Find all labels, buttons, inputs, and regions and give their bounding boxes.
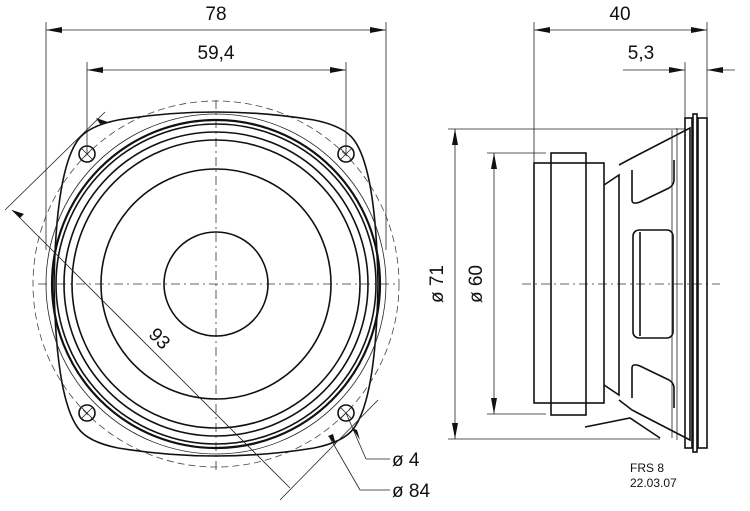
front-view: 78 59,4 93 ø 4: [4, 4, 430, 502]
dimension-93-label: 93: [144, 324, 174, 354]
dimension-93: [4, 111, 379, 501]
dimension-5-3-label: 5,3: [628, 43, 654, 64]
magnet-ring: [550, 152, 587, 416]
dimension-71: [448, 128, 685, 440]
dimension-71-label: ø 71: [427, 265, 448, 303]
mounting-hole-bl: [78, 404, 96, 422]
dimension-5-3: [623, 62, 735, 118]
date-label: 22.03.07: [630, 476, 677, 490]
side-view: 40 5,3 ø 71 ø 60: [427, 4, 735, 453]
dimension-59-4: [86, 62, 347, 154]
terminal-tab: [584, 417, 661, 439]
dimension-60-label: ø 60: [466, 265, 487, 303]
basket-window-top: [631, 160, 675, 204]
model-label: FRS 8: [630, 461, 664, 475]
flange-gasket: [692, 113, 698, 453]
leader-bolt-circle: [328, 434, 390, 491]
dimension-59-4-label: 59,4: [198, 43, 235, 64]
bolt-circle: [32, 100, 400, 468]
basket-frame: [618, 126, 691, 442]
bolt-circle-label: ø 84: [392, 481, 430, 502]
dimension-40-label: 40: [609, 4, 630, 25]
dust-cap: [163, 231, 269, 337]
flange-front: [684, 117, 693, 449]
dimension-40: [533, 22, 708, 163]
hole-diameter-label: ø 4: [392, 450, 420, 471]
cone-edge: [71, 139, 361, 429]
dimension-60: [487, 152, 546, 415]
dimension-78: [45, 22, 387, 250]
dimension-78-label: 78: [205, 4, 226, 25]
cone-mid-ring: [100, 168, 332, 400]
surround-outer: [50, 118, 382, 450]
basket-window-bottom: [631, 364, 675, 408]
basket-window-mid: [632, 229, 674, 339]
surround-inner: [63, 131, 369, 437]
flange-ring: [697, 117, 708, 449]
frame-outline: [53, 111, 379, 457]
leader-hole-diameter: [345, 412, 390, 460]
ring-outer-thin: [45, 113, 387, 455]
magnet-back-plate: [533, 162, 605, 404]
surround-mid: [55, 123, 377, 445]
pole-plate: [603, 173, 620, 397]
